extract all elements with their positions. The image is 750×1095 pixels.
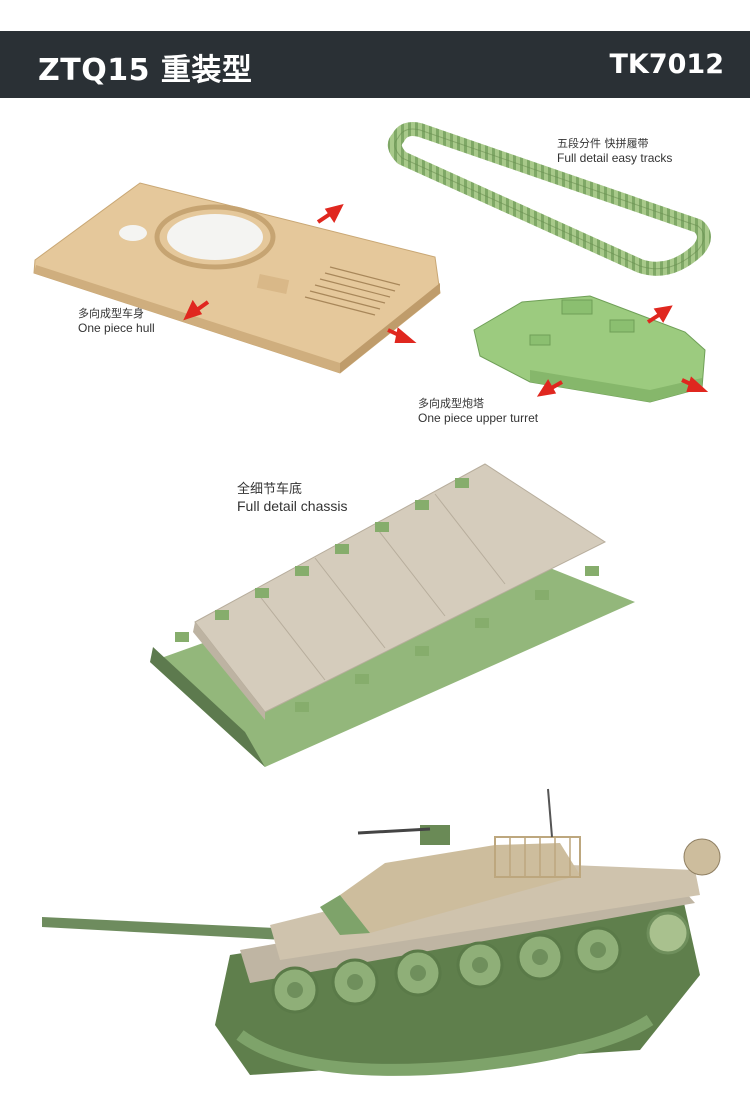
tracks-label-cn: 五段分件 快拼履带: [557, 137, 649, 150]
hull-label-en: One piece hull: [78, 320, 155, 335]
turret-image: [473, 295, 706, 403]
product-title: ZTQ15 重装型: [38, 53, 253, 88]
tracks-image: [387, 122, 711, 276]
title-bar: ZTQ15 重装型 TK7012: [0, 31, 750, 98]
turret-label-cn: 多向成型炮塔: [418, 397, 484, 410]
hull-label-cn: 多向成型车身: [78, 307, 144, 320]
product-code: TK7012: [609, 49, 725, 80]
tank-image: [42, 788, 721, 1076]
turret-label-en: One piece upper turret: [418, 410, 539, 425]
tracks-label: 五段分件 快拼履带 Full detail easy tracks: [557, 137, 672, 166]
hull-arrows: [183, 204, 417, 343]
turret-label: 多向成型炮塔 One piece upper turret: [418, 397, 538, 426]
chassis-label-cn: 全细节车底: [237, 482, 303, 497]
tracks-label-en: Full detail easy tracks: [557, 150, 673, 165]
hull-label: 多向成型车身 One piece hull: [78, 307, 155, 336]
chassis-label-en: Full detail chassis: [237, 498, 348, 515]
chassis-label: 全细节车底 Full detail chassis: [237, 482, 348, 516]
chassis-image: [150, 463, 635, 767]
turret-arrows: [536, 305, 709, 397]
